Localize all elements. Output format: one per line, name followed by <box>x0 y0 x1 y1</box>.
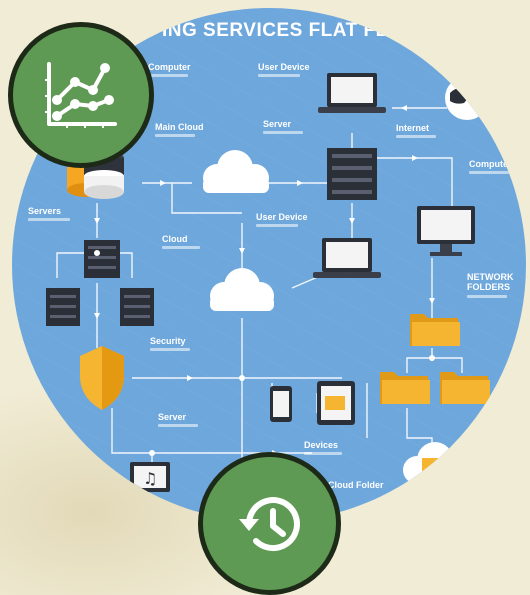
caption-line <box>469 171 509 174</box>
caption-line <box>467 295 507 298</box>
label-user-device-top: User Device <box>258 62 310 72</box>
caption-line <box>162 246 200 249</box>
monitor-icon: ♫ <box>130 206 475 492</box>
label-cloud: Cloud <box>162 234 188 244</box>
label-internet: Internet <box>396 123 430 133</box>
history-badge-button[interactable] <box>198 452 341 595</box>
folder-icon <box>380 314 490 480</box>
label-cloud-folder: Cloud Folder <box>328 480 384 490</box>
caption-line <box>256 224 298 227</box>
caption-line <box>150 348 190 351</box>
label-computer-right: Computer <box>469 159 512 169</box>
junction-dots <box>94 250 435 456</box>
globe-icon <box>445 76 489 120</box>
label-server-bottom: Server <box>158 412 187 422</box>
arrow-marks <box>94 105 435 456</box>
cloud-icon <box>203 150 469 484</box>
label-security: Security <box>150 336 186 346</box>
caption-line <box>148 74 188 77</box>
chart-badge-button[interactable] <box>8 22 154 168</box>
label-network-folders-line2: FOLDERS <box>467 282 511 292</box>
history-icon <box>238 496 300 551</box>
label-network-folders: NETWORK <box>467 272 514 282</box>
banner-title: ING SERVICES FLAT FLOWC <box>162 20 436 41</box>
label-clipped-left: h <box>42 400 48 410</box>
label-servers: Servers <box>28 206 62 216</box>
caption-line <box>158 424 198 427</box>
label-devices: Devices <box>304 440 339 450</box>
caption-line <box>258 74 300 77</box>
label-user-device-mid: User Device <box>256 212 308 222</box>
caption-line <box>155 134 195 137</box>
svg-text:♫: ♫ <box>143 469 157 488</box>
label-server-center: Server <box>263 119 292 129</box>
line-chart-icon <box>45 62 117 128</box>
caption-line <box>28 218 70 221</box>
mobile-device-icon <box>270 381 355 425</box>
server-rack-icon <box>46 148 377 326</box>
laptop-icon <box>313 73 386 278</box>
caption-line <box>396 135 436 138</box>
caption-line <box>263 131 303 134</box>
caption-line <box>304 452 342 455</box>
shield-icon <box>80 346 124 410</box>
label-computer-top: Computer <box>148 62 191 72</box>
label-main-cloud: Main Cloud <box>155 122 204 132</box>
